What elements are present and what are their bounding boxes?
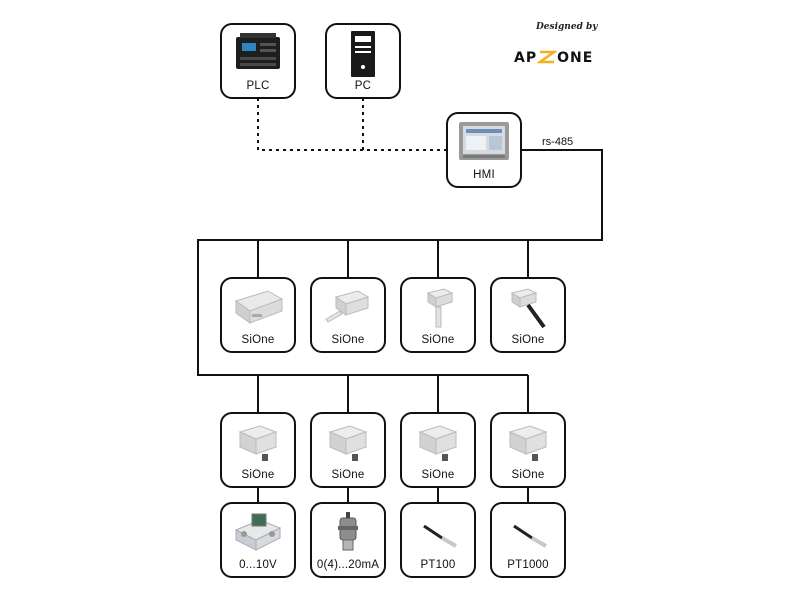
duct-sensor-icon <box>312 279 384 333</box>
sione-label: SiOne <box>511 469 545 481</box>
probe-sensor-icon <box>402 279 474 333</box>
module-box-icon <box>402 414 474 468</box>
designed-by-text: Designed by <box>536 22 598 32</box>
sione-module-node[interactable]: SiOne <box>490 412 566 488</box>
input-label: PT1000 <box>507 559 549 571</box>
pt1000-probe-node[interactable]: PT1000 <box>490 502 566 578</box>
plc-label: PLC <box>246 80 270 92</box>
module-box-icon <box>492 414 564 468</box>
logo-z-mark <box>537 50 558 64</box>
input-label: 0(4)...20mA <box>316 559 380 571</box>
module-box-icon <box>312 414 384 468</box>
apzone-logo: AP ONE <box>514 50 593 66</box>
sione-room-sensor-node[interactable]: SiOne <box>220 277 296 353</box>
sione-label: SiOne <box>241 334 275 346</box>
hmi-label: HMI <box>473 169 495 181</box>
room-sensor-icon <box>222 279 294 333</box>
sione-label: SiOne <box>511 334 545 346</box>
cable-probe-sensor-icon <box>492 279 564 333</box>
sione-probe-sensor-node[interactable]: SiOne <box>400 277 476 353</box>
input-label: PT100 <box>420 559 456 571</box>
rs485-label: rs-485 <box>542 136 574 148</box>
plc-icon <box>222 25 294 79</box>
pc-node[interactable]: PC <box>325 23 401 99</box>
pt100-probe-node[interactable]: PT100 <box>400 502 476 578</box>
pressure-sensor-icon <box>312 504 384 558</box>
plc-node[interactable]: PLC <box>220 23 296 99</box>
sione-cable-probe-sensor-node[interactable]: SiOne <box>490 277 566 353</box>
sione-module-node[interactable]: SiOne <box>220 412 296 488</box>
hmi-node[interactable]: HMI <box>446 112 522 188</box>
current-transmitter-node[interactable]: 0(4)...20mA <box>310 502 386 578</box>
sione-label: SiOne <box>421 334 455 346</box>
sione-duct-sensor-node[interactable]: SiOne <box>310 277 386 353</box>
logo-text-right: ONE <box>557 50 594 66</box>
sione-label: SiOne <box>421 469 455 481</box>
sione-label: SiOne <box>241 469 275 481</box>
temperature-probe-icon <box>402 504 474 558</box>
hmi-panel-icon <box>448 114 520 168</box>
input-label: 0...10V <box>239 559 277 571</box>
logo-text-left: AP <box>514 50 538 66</box>
pc-tower-icon <box>327 25 399 79</box>
sione-module-node[interactable]: SiOne <box>400 412 476 488</box>
sione-label: SiOne <box>331 334 365 346</box>
pressure-transmitter-icon <box>222 504 294 558</box>
module-box-icon <box>222 414 294 468</box>
sione-label: SiOne <box>331 469 365 481</box>
temperature-probe-icon <box>492 504 564 558</box>
sione-module-node[interactable]: SiOne <box>310 412 386 488</box>
voltage-transmitter-node[interactable]: 0...10V <box>220 502 296 578</box>
pc-label: PC <box>354 80 372 92</box>
